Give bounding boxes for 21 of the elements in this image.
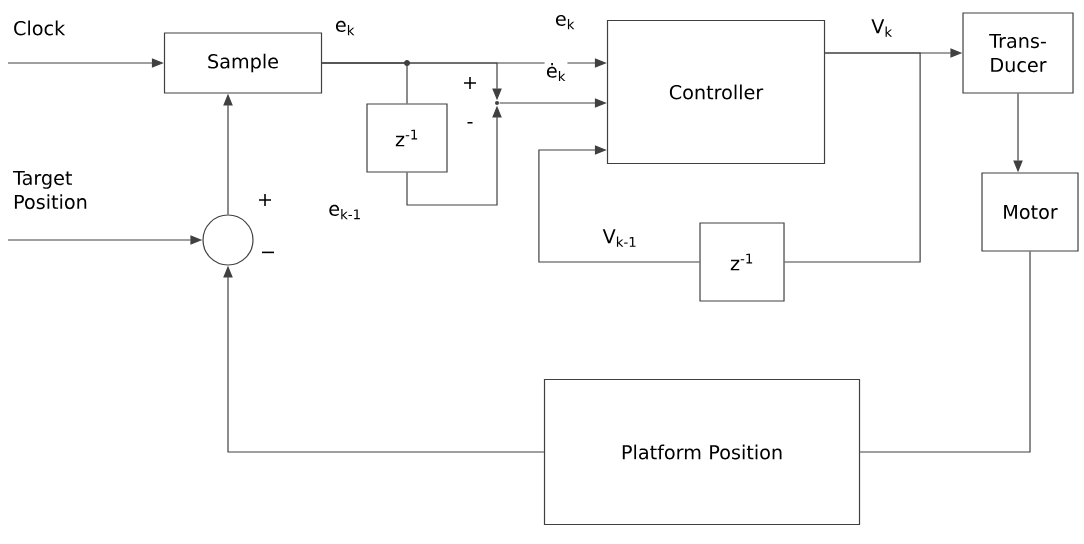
- edge-label: V$_{k}$: [869, 17, 895, 39]
- plus-sign: +: [464, 77, 476, 89]
- block-box: z$^{-1}$: [366, 103, 448, 173]
- block-box: Sample: [163, 32, 323, 94]
- junction-point: [495, 101, 499, 105]
- edge-label: e$_{k-1}$: [326, 203, 364, 221]
- input-label: Target Position: [13, 170, 87, 210]
- arrow: [538, 145, 700, 263]
- edge-label: V$_{k-1}$: [601, 227, 639, 249]
- signal-label: e$_{k}$: [335, 20, 355, 36]
- block-box: Platform Position: [543, 378, 861, 526]
- summing-junction: [202, 214, 254, 266]
- plus-sign: +: [259, 194, 271, 206]
- minus-sign: -: [467, 122, 473, 124]
- edge-label: ė$_{k}$: [544, 61, 568, 83]
- input-label: Clock: [14, 20, 66, 36]
- block-box: Controller: [606, 19, 826, 165]
- block-box: z$^{-1}$: [699, 222, 785, 302]
- block-box: Motor: [981, 172, 1079, 252]
- edge-label: e$_{k}$: [553, 13, 577, 31]
- block-box: Trans- Ducer: [962, 12, 1074, 94]
